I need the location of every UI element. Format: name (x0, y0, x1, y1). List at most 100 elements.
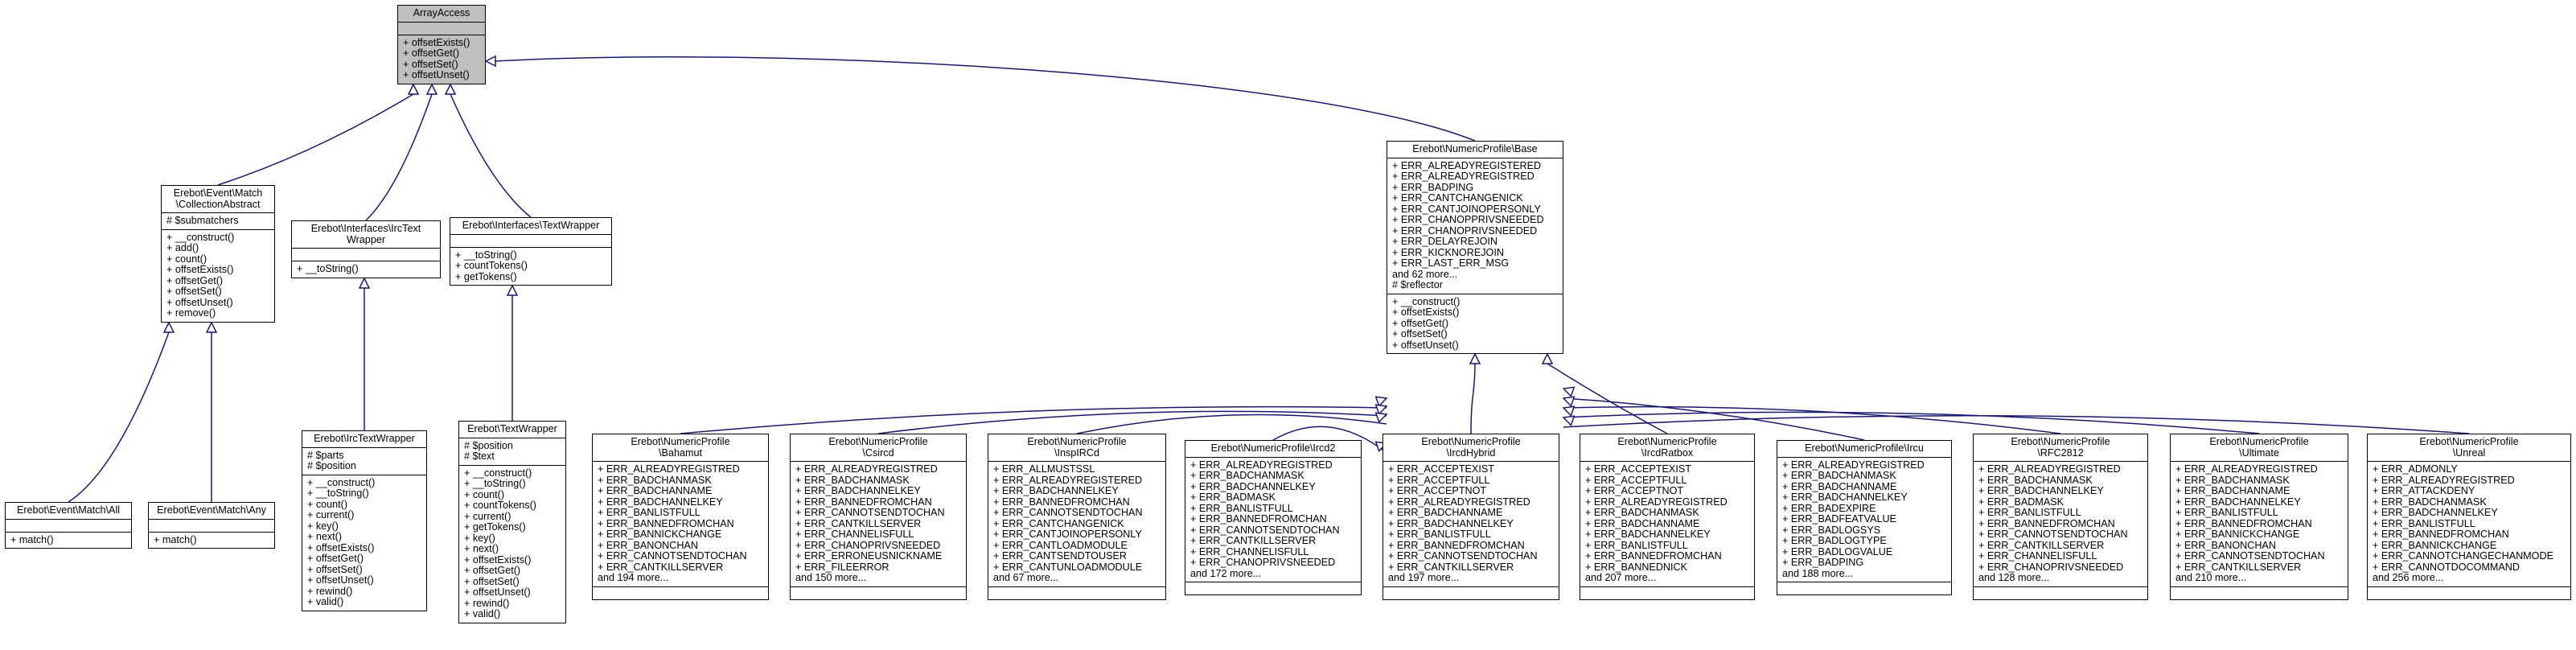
attribute-item: + ERR_CHANOPRIVSNEEDED (1978, 561, 2124, 573)
attribute-item: + ERR_CANTUNLOADMODULE (993, 561, 1143, 573)
edge-np-csircd-to-numericprofile-base (877, 410, 1387, 434)
class-name-line: Erebot\Event\Match\All (16, 504, 121, 516)
attribute-item: + ERR_BADCHANMASK (1978, 474, 2093, 486)
class-match-all[interactable]: Erebot\Event\Match\All + match() (5, 502, 132, 549)
attributes-section: + ERR_ALREADYREGISTRED+ ERR_BADCHANMASK+… (1777, 456, 1951, 582)
attribute-item: + ERR_BADCHANNELKEY (1585, 529, 1711, 540)
class-text-wrapper[interactable]: Erebot\TextWrapper# $position# $text+ __… (458, 421, 566, 623)
method-item: + offsetExists() (464, 553, 532, 566)
method-item: + offsetExists() (307, 541, 375, 553)
attribute-item: and 62 more... (1392, 268, 1458, 280)
attribute-item: + ERR_CANTKILLSERVER (1978, 539, 2105, 551)
class-np-unreal[interactable]: Erebot\NumericProfile\Unreal+ ERR_ADMONL… (2367, 434, 2571, 600)
class-name: Erebot\NumericProfile\InspIRCd (988, 434, 1165, 461)
attribute-item: + ERR_BADCHANNELKEY (598, 496, 723, 508)
attribute-item: + ERR_CANTJOINOPERSONLY (1392, 203, 1541, 215)
attribute-item: + ERR_BADMASK (1190, 492, 1276, 503)
attribute-item: + ERR_ALREADYREGISTRED (1782, 459, 1925, 471)
attribute-item: + ERR_BANNEDFROMCHAN (1388, 539, 1525, 551)
class-np-rfc2812[interactable]: Erebot\NumericProfile\RFC2812+ ERR_ALREA… (1973, 434, 2148, 600)
edge-np-ultimate-to-numericprofile-base (1563, 411, 2260, 434)
arrowhead (425, 83, 438, 95)
attribute-item: + ERR_ACCEPTNOT (1388, 485, 1487, 496)
methods-section (1580, 586, 1754, 599)
method-item: + next() (464, 543, 499, 554)
class-name-line: Erebot\Event\Match\Any (157, 504, 266, 516)
attribute-item: + ERR_CANNOTDOCOMMAND (2373, 561, 2520, 573)
class-collection-abstract[interactable]: Erebot\Event\Match\CollectionAbstract# $… (161, 185, 275, 323)
methods-section: + match() (6, 531, 131, 549)
arrowhead (1374, 412, 1388, 424)
attributes-section: + ERR_ALREADYREGISTRED+ ERR_BADCHANMASK+… (593, 461, 768, 586)
attribute-item: + ERR_BANNEDFROMCHAN (795, 496, 932, 508)
method-item: + offsetSet() (307, 563, 363, 575)
class-np-ultimate[interactable]: Erebot\NumericProfile\Ultimate+ ERR_ALRE… (2170, 434, 2348, 600)
class-name-line: Erebot\Event\Match (173, 187, 263, 199)
method-item: + offsetUnset() (403, 69, 470, 80)
class-name: Erebot\Event\Match\All (6, 503, 131, 519)
arrowhead (1374, 404, 1388, 416)
methods-section (593, 586, 768, 599)
edge-irc-text-wrapper-interface-to-arrayaccess (365, 93, 433, 221)
methods-section: + __toString() (292, 261, 440, 278)
class-name-line: \IrcdHybrid (1446, 446, 1496, 459)
class-irc-text-wrapper[interactable]: Erebot\IrcTextWrapper# $parts# $position… (302, 430, 427, 611)
class-np-inspircd[interactable]: Erebot\NumericProfile\InspIRCd+ ERR_ALLM… (988, 434, 1166, 600)
attribute-item: # $reflector (1392, 279, 1443, 290)
attribute-item: + ERR_BANONCHAN (2175, 539, 2276, 551)
edge-np-rfc2812-to-numericprofile-base (1563, 405, 2061, 434)
attribute-item: + ERR_BADFEATVALUE (1782, 513, 1896, 525)
method-item: + offsetExists() (166, 264, 234, 275)
attribute-item: + ERR_BADCHANNELKEY (795, 485, 921, 496)
attribute-item: and 207 more... (1585, 572, 1657, 583)
attribute-item: + ERR_ALREADYREGISTRED (598, 463, 740, 475)
attribute-item: + ERR_BANLISTFULL (598, 507, 700, 518)
attribute-item: + ERR_BADCHANNAME (1388, 507, 1503, 518)
attribute-item: + ERR_BADLOGTYPE (1782, 535, 1887, 546)
attribute-item: + ERR_ADMONLY (2373, 463, 2458, 475)
edge-np-bahamut-to-numericprofile-base (680, 405, 1387, 434)
attribute-item: + ERR_BADMASK (1978, 496, 2064, 508)
attribute-item: + ERR_ALREADYREGISTRED (1388, 496, 1530, 508)
class-np-ircd2[interactable]: Erebot\NumericProfile\Ircd2+ ERR_ALREADY… (1185, 440, 1362, 595)
attribute-item: and 150 more... (795, 572, 867, 583)
attribute-item: + ERR_BANLISTFULL (1978, 507, 2081, 518)
methods-section: + __construct()+ add()+ count()+ offsetE… (162, 228, 274, 322)
class-numericprofile-base[interactable]: Erebot\NumericProfile\Base+ ERR_ALREADYR… (1387, 141, 1563, 354)
method-item: + __construct() (307, 476, 376, 488)
class-name-line: \IrcdRatbox (1641, 446, 1694, 459)
attribute-item: + ERR_BADCHANNAME (1782, 480, 1897, 492)
attribute-item: + ERR_ALREADYREGISTRED (795, 463, 938, 475)
edge-collection-abstract-to-arrayaccess (217, 93, 414, 186)
arrowhead (484, 55, 496, 68)
attributes-section: + ERR_ACCEPTEXIST+ ERR_ACCEPTFULL+ ERR_A… (1383, 461, 1559, 586)
attribute-item: # $submatchers (166, 215, 239, 226)
attribute-item: # $position (307, 460, 356, 471)
method-item: + current() (307, 509, 355, 520)
class-name: Erebot\TextWrapper (459, 422, 565, 438)
method-item: + offsetUnset() (307, 574, 374, 586)
class-np-bahamut[interactable]: Erebot\NumericProfile\Bahamut+ ERR_ALREA… (592, 434, 769, 600)
class-arrayaccess[interactable]: ArrayAccess+ offsetExists()+ offsetGet()… (397, 5, 486, 84)
method-item: + offsetGet() (166, 274, 224, 286)
class-name: Erebot\NumericProfile\Ultimate (2171, 434, 2348, 461)
class-name: Erebot\NumericProfile\Ircd2 (1185, 441, 1361, 457)
attribute-item: + ERR_CANNOTSENDTOCHAN (1190, 524, 1340, 536)
method-item: + __toString() (455, 249, 517, 261)
methods-section (791, 586, 966, 599)
attribute-item: and 172 more... (1190, 567, 1262, 579)
attribute-item: + ERR_BADCHANNELKEY (1978, 485, 2104, 496)
class-text-wrapper-interface[interactable]: Erebot\Interfaces\TextWrapper+ __toStrin… (450, 217, 612, 286)
class-name: Erebot\NumericProfile\IrcdHybrid (1383, 434, 1559, 461)
class-np-ircdhybrid[interactable]: Erebot\NumericProfile\IrcdHybrid+ ERR_AC… (1382, 434, 1559, 600)
attribute-item: + ERR_ALREADYREGISTRED (1978, 463, 2121, 475)
class-np-ircdratbox[interactable]: Erebot\NumericProfile\IrcdRatbox+ ERR_AC… (1580, 434, 1755, 600)
class-np-ircu[interactable]: Erebot\NumericProfile\Ircu+ ERR_ALREADYR… (1777, 440, 1952, 595)
attribute-item: + ERR_BADCHANNELKEY (2175, 496, 2301, 508)
class-np-csircd[interactable]: Erebot\NumericProfile\Csircd+ ERR_ALREAD… (790, 434, 967, 600)
class-match-any[interactable]: Erebot\Event\Match\Any+ match() (148, 502, 275, 549)
method-item: + offsetExists() (1392, 306, 1460, 318)
attribute-item: + ERR_ATTACKDENY (2373, 485, 2475, 496)
arrowhead (444, 83, 457, 95)
